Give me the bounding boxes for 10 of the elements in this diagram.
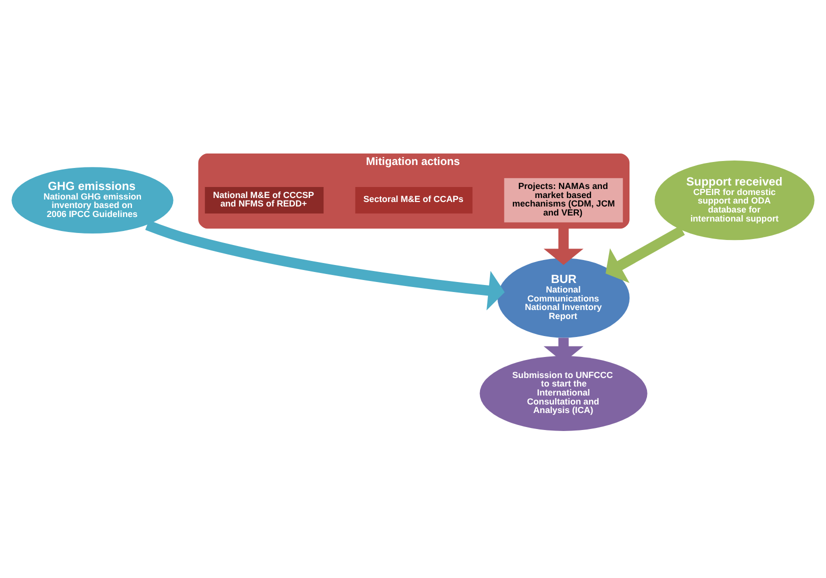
node-ellipse: GHG emissions National GHG emission inventory based on 2006 IPCC Guidelines	[12, 166, 174, 233]
node-box: Projects: NAMAs and market based mechanisms (CDM, JCM and VER)	[504, 178, 623, 222]
arrow	[145, 220, 505, 310]
node-box: Sectoral M&E of CCAPs	[355, 186, 472, 214]
node-box: National M&E of CCCSP and NFMS of REDD+	[204, 186, 324, 214]
arrow	[544, 228, 584, 264]
node-ellipse: Submission to UNFCCC to start the International Consultation and Analysis (ICA)	[480, 356, 648, 430]
node-ellipse: Support received CPEIR for domestic support and ODA database for international support	[654, 160, 814, 240]
node-ellipse: BUR National Communications National Inventory Report	[497, 258, 630, 338]
arrow	[606, 225, 685, 282]
